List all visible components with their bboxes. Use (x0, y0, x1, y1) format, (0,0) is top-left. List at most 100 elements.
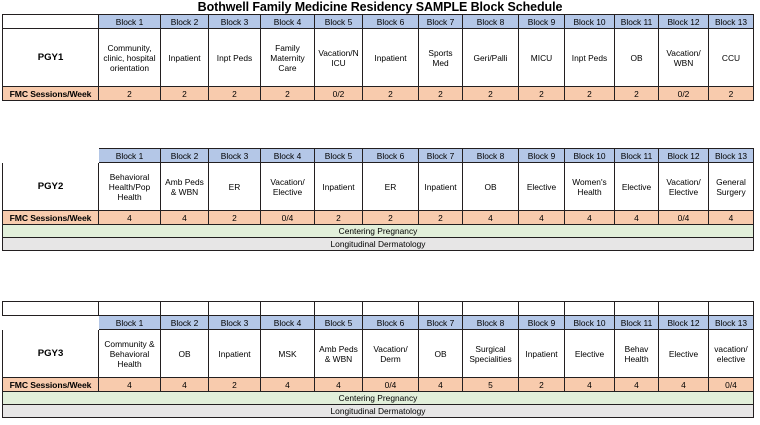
blank-cell (314, 301, 363, 316)
rotation-cell: Community, clinic, hospital orientation (98, 28, 161, 87)
block-header-13: Block 13 (708, 315, 754, 330)
rotation-cell: Vacation/ Derm (362, 329, 419, 378)
fmc-value: 4 (518, 210, 565, 225)
rotation-cell: Geri/Palli (462, 28, 519, 87)
block-header-10: Block 10 (564, 14, 615, 29)
year-label-pgy3: PGY3 (2, 329, 99, 378)
rotation-cell: Amb Peds & WBN (160, 162, 209, 211)
block-header-row: Block 1 Block 2 Block 3 Block 4 Block 5 … (3, 148, 754, 163)
rotation-cell: CCU (708, 28, 754, 87)
block-header-1: Block 1 (98, 14, 161, 29)
blank-cell (658, 301, 709, 316)
fmc-value: 4 (418, 377, 463, 392)
block-header-10: Block 10 (564, 148, 615, 163)
fmc-value: 2 (160, 86, 209, 101)
rotation-cell: Amb Peds & WBN (314, 329, 363, 378)
blank-cell (208, 301, 261, 316)
rotation-cell: Inpt Peds (564, 28, 615, 87)
centering-pregnancy-row: Centering Pregnancy (2, 224, 754, 238)
rotation-cell: General Surgery (708, 162, 754, 211)
block-header-8: Block 8 (462, 148, 519, 163)
blank-cell (462, 301, 519, 316)
centering-pregnancy-row: Centering Pregnancy (2, 391, 754, 405)
fmc-value: 4 (658, 377, 709, 392)
block-header-8: Block 8 (462, 14, 519, 29)
corner-cell (2, 14, 99, 29)
rotation-cell: Elective (564, 329, 615, 378)
rotation-cell: Elective (658, 329, 709, 378)
fmc-value: 4 (160, 210, 209, 225)
block-header-4: Block 4 (260, 315, 315, 330)
block-header-6: Block 6 (362, 14, 419, 29)
centering-pregnancy-label: Centering Pregnancy (2, 224, 754, 238)
rotation-cell: Community & Behavioral Health (98, 329, 161, 378)
fmc-sessions-row: FMC Sessions/Week 2 2 2 2 0/2 2 2 2 2 2 … (2, 86, 754, 101)
rotation-row: PGY2 Behavioral Health/Pop Health Amb Pe… (2, 162, 754, 211)
rotation-cell: Behavioral Health/Pop Health (98, 162, 161, 211)
rotation-cell: Inpatient (208, 329, 261, 378)
fmc-value: 4 (462, 210, 519, 225)
pgy1-schedule-table: Block 1 Block 2 Block 3 Block 4 Block 5 … (2, 14, 754, 101)
blank-cell (98, 301, 161, 316)
block-header-row: Block 1 Block 2 Block 3 Block 4 Block 5 … (3, 315, 754, 330)
fmc-value: 4 (314, 377, 363, 392)
block-header-4: Block 4 (260, 14, 315, 29)
block-header-6: Block 6 (362, 148, 419, 163)
block-header-1: Block 1 (98, 315, 161, 330)
rotation-cell: Sports Med (418, 28, 463, 87)
rotation-cell: Inpatient (518, 329, 565, 378)
block-header-8: Block 8 (462, 315, 519, 330)
page-title: Bothwell Family Medicine Residency SAMPL… (197, 0, 563, 14)
fmc-value: 4 (98, 210, 161, 225)
block-header-5: Block 5 (314, 148, 363, 163)
fmc-value: 0/4 (260, 210, 315, 225)
blank-cell (2, 301, 99, 316)
block-header-13: Block 13 (708, 14, 754, 29)
block-header-10: Block 10 (564, 315, 615, 330)
centering-pregnancy-label: Centering Pregnancy (2, 391, 754, 405)
rotation-cell: Inpatient (418, 162, 463, 211)
rotation-cell: ER (362, 162, 419, 211)
rotation-cell: Vacation/ WBN (658, 28, 709, 87)
blank-cell (260, 301, 315, 316)
block-header-12: Block 12 (658, 315, 709, 330)
block-header-11: Block 11 (614, 315, 659, 330)
blank-cell (418, 301, 463, 316)
year-label-pgy1: PGY1 (2, 28, 99, 87)
fmc-value: 0/4 (362, 377, 419, 392)
fmc-value: 0/4 (658, 210, 709, 225)
fmc-value: 2 (708, 86, 754, 101)
fmc-value: 4 (614, 210, 659, 225)
rotation-cell: Inpt Peds (208, 28, 261, 87)
fmc-value: 2 (462, 86, 519, 101)
fmc-sessions-row: FMC Sessions/Week 4 4 2 4 4 0/4 4 5 2 4 … (2, 377, 754, 392)
block-header-5: Block 5 (314, 14, 363, 29)
fmc-value: 0/4 (708, 377, 754, 392)
fmc-sessions-label: FMC Sessions/Week (2, 86, 99, 101)
block-header-9: Block 9 (518, 315, 565, 330)
fmc-value: 4 (614, 377, 659, 392)
rotation-cell: Inpatient (160, 28, 209, 87)
block-header-6: Block 6 (362, 315, 419, 330)
rotation-cell: MICU (518, 28, 565, 87)
blank-cell (564, 301, 615, 316)
rotation-cell: MSK (260, 329, 315, 378)
rotation-cell: Behav Health (614, 329, 659, 378)
rotation-cell: Elective (614, 162, 659, 211)
pgy2-schedule-table: Block 1 Block 2 Block 3 Block 4 Block 5 … (2, 148, 754, 251)
fmc-value: 5 (462, 377, 519, 392)
block-header-2: Block 2 (160, 14, 209, 29)
rotation-cell: Family Maternity Care (260, 28, 315, 87)
fmc-value: 2 (208, 86, 261, 101)
rotation-cell: Vacation/ Elective (658, 162, 709, 211)
fmc-value: 2 (418, 210, 463, 225)
block-header-9: Block 9 (518, 148, 565, 163)
rotation-cell: OB (614, 28, 659, 87)
rotation-cell: OB (462, 162, 519, 211)
blank-spacer-row (2, 301, 754, 316)
blank-cell (518, 301, 565, 316)
fmc-value: 2 (564, 86, 615, 101)
rotation-row: PGY1 Community, clinic, hospital orienta… (2, 28, 754, 87)
fmc-sessions-label: FMC Sessions/Week (2, 377, 99, 392)
block-header-3: Block 3 (208, 14, 261, 29)
